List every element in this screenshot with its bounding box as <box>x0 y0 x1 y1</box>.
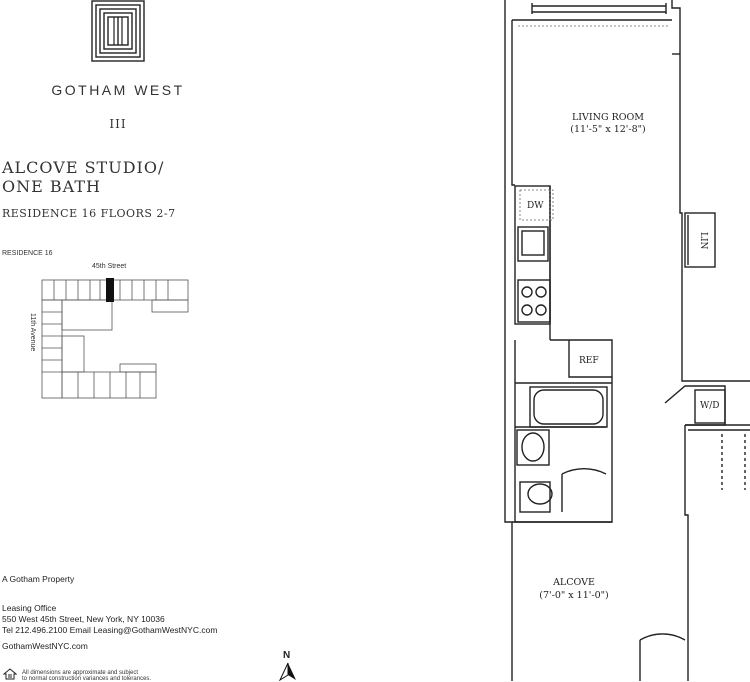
unit-title-line1: ALCOVE STUDIO/ <box>2 158 165 177</box>
website-link[interactable]: GothamWestNYC.com <box>2 641 88 651</box>
washer-dryer-label: W/D <box>700 401 720 411</box>
dishwasher-label: DW <box>527 201 544 211</box>
alcove-label: ALCOVE <box>553 577 595 588</box>
north-label: N <box>283 650 291 661</box>
gotham-logo-icon <box>91 0 145 62</box>
living-room-dimensions: (11'-5" x 12'-8") <box>570 124 646 135</box>
brand-roman-numeral: III <box>109 117 127 131</box>
refrigerator-label: REF <box>579 356 599 366</box>
disclaimer-line2: to normal construction variances and tol… <box>22 676 152 682</box>
keyplan-title: RESIDENCE 16 <box>2 250 53 257</box>
brand-name: GOTHAM WEST <box>51 82 185 98</box>
leasing-office-title: Leasing Office <box>2 603 57 613</box>
disclaimer-line1: All dimensions are approximate and subje… <box>22 670 139 676</box>
leasing-address: 550 West 45th Street, New York, NY 10036 <box>2 614 165 624</box>
equal-housing-icon <box>3 668 17 680</box>
unit-title-line2: ONE BATH <box>2 177 101 196</box>
keyplan-street-label: 45th Street <box>92 263 127 270</box>
leasing-contact: Tel 212.496.2100 Email Leasing@GothamWes… <box>2 625 218 635</box>
alcove-dimensions: (7'-0" x 11'-0") <box>539 590 609 601</box>
keyplan-diagram <box>41 278 189 399</box>
property-label: A Gotham Property <box>2 574 75 584</box>
living-room-label: LIVING ROOM <box>571 112 645 123</box>
linen-closet-label: LIN <box>698 232 708 250</box>
north-arrow-icon <box>278 662 296 681</box>
residence-floors: RESIDENCE 16 FLOORS 2-7 <box>2 207 176 220</box>
